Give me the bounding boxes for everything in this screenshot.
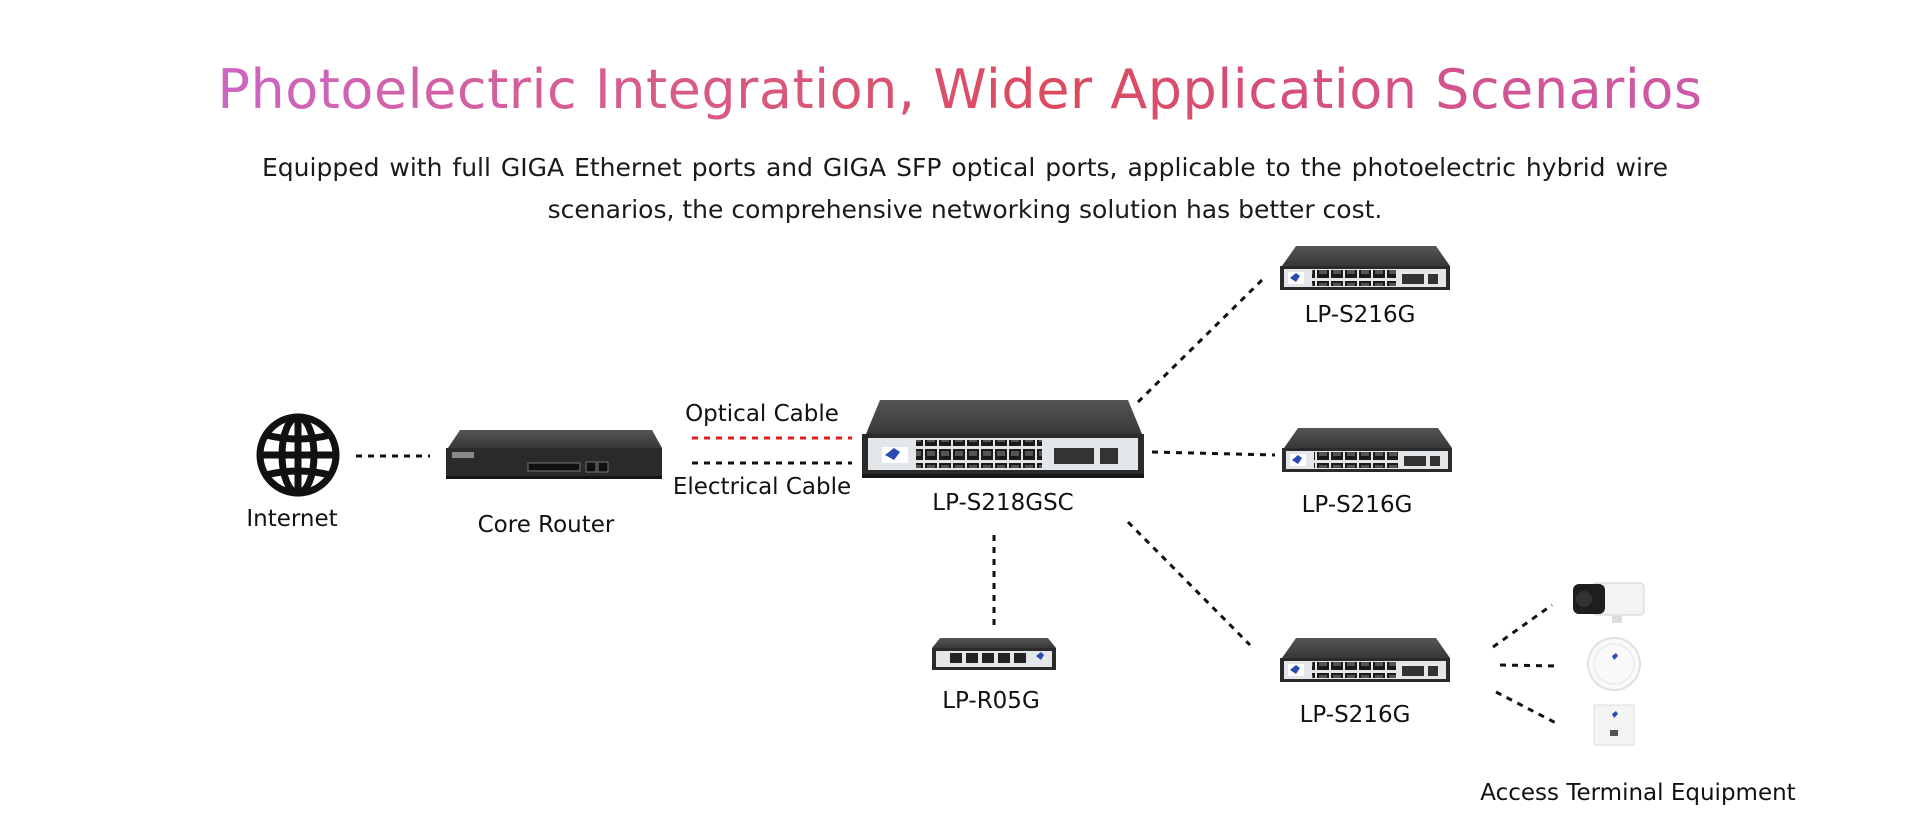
router-small-device — [932, 638, 1056, 670]
connections — [356, 278, 1559, 725]
label-switch-top: LP-S216G — [1304, 302, 1416, 328]
label-terminals: Access Terminal Equipment — [1480, 780, 1796, 806]
globe-icon — [256, 413, 340, 497]
line-to-access-point — [1499, 663, 1559, 668]
line-to-switch-top — [1136, 278, 1264, 404]
switch-top-device — [1280, 246, 1450, 290]
label-optical-cable: Optical Cable — [685, 401, 839, 427]
main-switch-device — [862, 400, 1144, 478]
page-subtitle: Equipped with full GIGA Ethernet ports a… — [262, 153, 1668, 224]
core-router-device — [446, 430, 662, 479]
label-electrical-cable: Electrical Cable — [672, 474, 852, 500]
line-to-switch-bottom — [1126, 520, 1252, 647]
line-to-switch-mid — [1151, 450, 1276, 457]
label-switch-bottom: LP-S216G — [1299, 702, 1411, 728]
label-main-switch: LP-S218GSC — [932, 490, 1074, 516]
label-switch-mid: LP-S216G — [1301, 492, 1413, 518]
line-to-wall-panel — [1495, 690, 1557, 725]
wall-panel-device — [1593, 704, 1635, 746]
camera-device — [1573, 582, 1645, 623]
label-internet: Internet — [246, 506, 338, 532]
switch-mid-device — [1282, 428, 1452, 472]
page-title: Photoelectric Integration, Wider Applica… — [0, 58, 1920, 121]
label-core-router: Core Router — [477, 512, 615, 538]
line-to-camera — [1492, 603, 1553, 649]
switch-bottom-device — [1280, 638, 1450, 682]
label-router-small: LP-R05G — [942, 688, 1040, 714]
access-point-device — [1587, 637, 1641, 691]
